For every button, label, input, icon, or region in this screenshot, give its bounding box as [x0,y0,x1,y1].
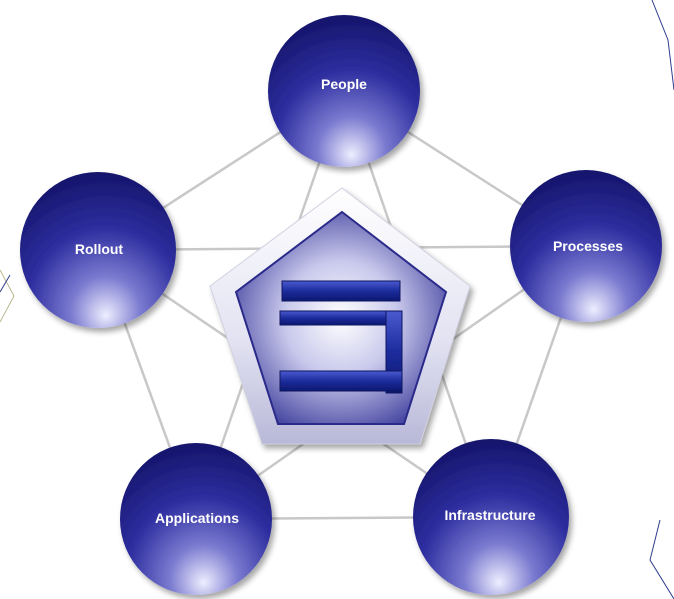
node-people: People [268,15,420,167]
node-label-infrastructure: Infrastructure [444,507,535,523]
node-applications: Applications [120,443,272,595]
node-label-processes: Processes [553,238,623,254]
node-processes: Processes [510,170,662,322]
node-infrastructure: Infrastructure [413,439,569,595]
center-emblem [209,187,471,445]
node-rollout: Rollout [20,172,176,328]
node-label-rollout: Rollout [75,241,124,257]
node-label-people: People [321,76,367,92]
node-label-applications: Applications [155,510,239,526]
stylized-s-logo-icon [279,280,403,394]
